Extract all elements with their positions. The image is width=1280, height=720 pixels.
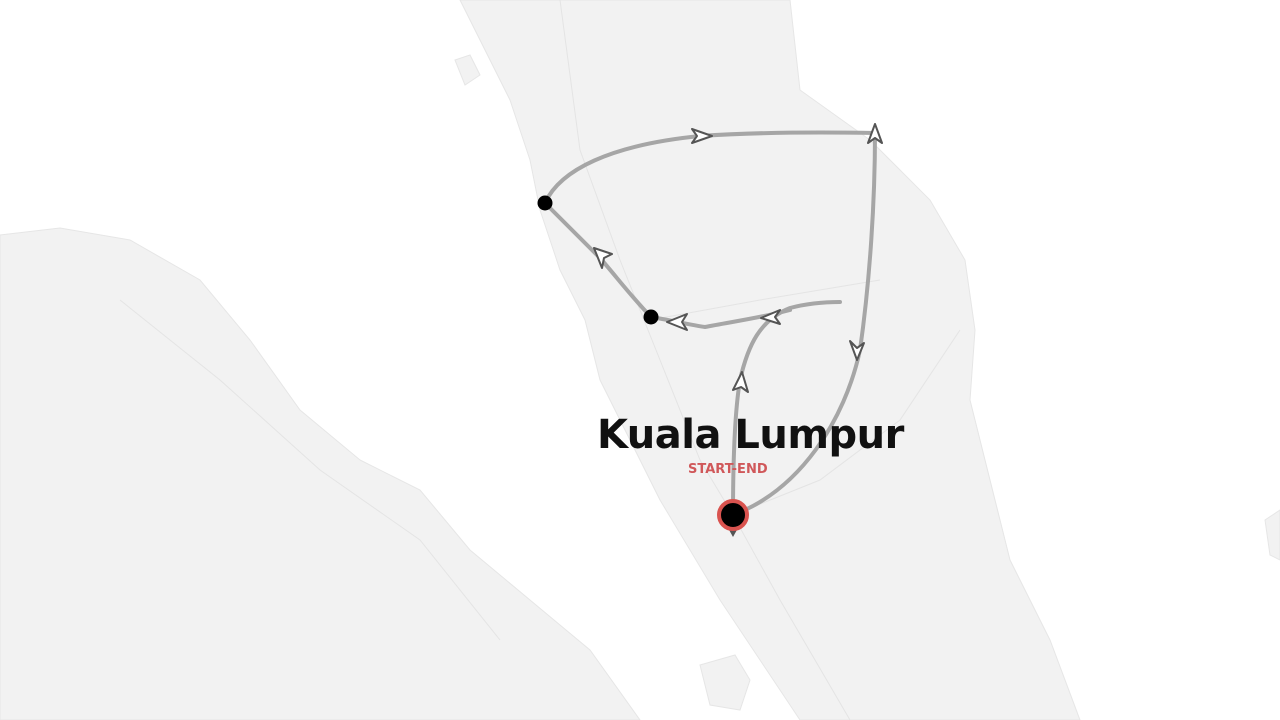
island — [454, 54, 481, 86]
arrow-icon — [849, 340, 865, 361]
island — [1264, 509, 1280, 561]
island — [699, 654, 751, 711]
arrow-icon — [593, 247, 613, 269]
direction-arrows — [593, 123, 883, 393]
arrow-icon — [691, 128, 713, 144]
arrow-icon — [867, 123, 883, 144]
city-label: Kuala Lumpur — [597, 412, 904, 458]
arrow-icon — [760, 309, 781, 325]
start-end-marker[interactable] — [717, 499, 749, 531]
arrow-icon — [732, 371, 749, 393]
stop-marker[interactable] — [537, 195, 553, 211]
route-segment — [731, 300, 842, 517]
arrow-icon — [666, 313, 688, 331]
stop-marker[interactable] — [643, 309, 659, 325]
peninsula-landmass — [459, 0, 1081, 720]
sumatra-landmass — [0, 227, 641, 720]
start-end-label: START-END — [688, 462, 768, 477]
